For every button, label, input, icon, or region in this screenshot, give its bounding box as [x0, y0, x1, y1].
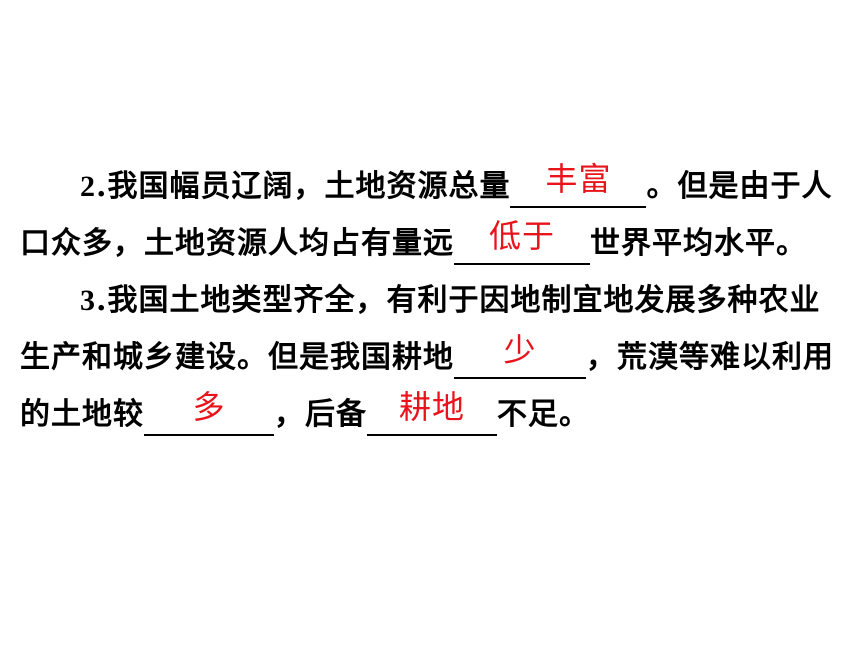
answer-blank-4: 多 [144, 388, 274, 436]
question-3: 3.我国土地类型齐全，有利于因地制宜地发展多种农业生产和城乡建设。但是我国耕地少… [20, 272, 842, 443]
answer-5: 耕地 [398, 388, 465, 426]
question-2-text-2: 。但是由于人口众多，土地资源人均占有量远 [20, 169, 833, 261]
question-3-text-1: 我国土地类型齐全，有利于因地制宜地发展多种农业生产和城乡建设。但是我国耕地 [20, 283, 821, 375]
answer-blank-2: 低于 [454, 217, 590, 265]
question-2-text-3: 世界平均水平。 [590, 226, 807, 261]
question-3-text-4: 不足。 [497, 397, 590, 432]
answer-blank-1: 丰富 [510, 160, 647, 208]
question-2: 2.我国幅员辽阔，土地资源总量丰富。但是由于人口众多，土地资源人均占有量远低于世… [20, 158, 842, 272]
answer-blank-5: 耕地 [367, 388, 497, 436]
answer-2: 低于 [488, 217, 555, 255]
answer-blank-3: 少 [454, 331, 586, 379]
answer-4: 多 [192, 388, 226, 426]
question-2-separator: . [96, 169, 108, 204]
answer-1: 丰富 [545, 160, 612, 198]
question-3-separator: . [96, 283, 108, 318]
question-content: 2.我国幅员辽阔，土地资源总量丰富。但是由于人口众多，土地资源人均占有量远低于世… [20, 158, 842, 443]
question-2-number: 2 [80, 170, 96, 203]
question-3-number: 3 [80, 284, 96, 317]
question-3-text-3: ，后备 [274, 397, 367, 432]
question-3-text-2: ，荒漠等难以利用的土地较 [20, 340, 834, 432]
answer-3: 少 [503, 331, 537, 369]
question-2-text-1: 我国幅员辽阔，土地资源总量 [107, 169, 511, 204]
